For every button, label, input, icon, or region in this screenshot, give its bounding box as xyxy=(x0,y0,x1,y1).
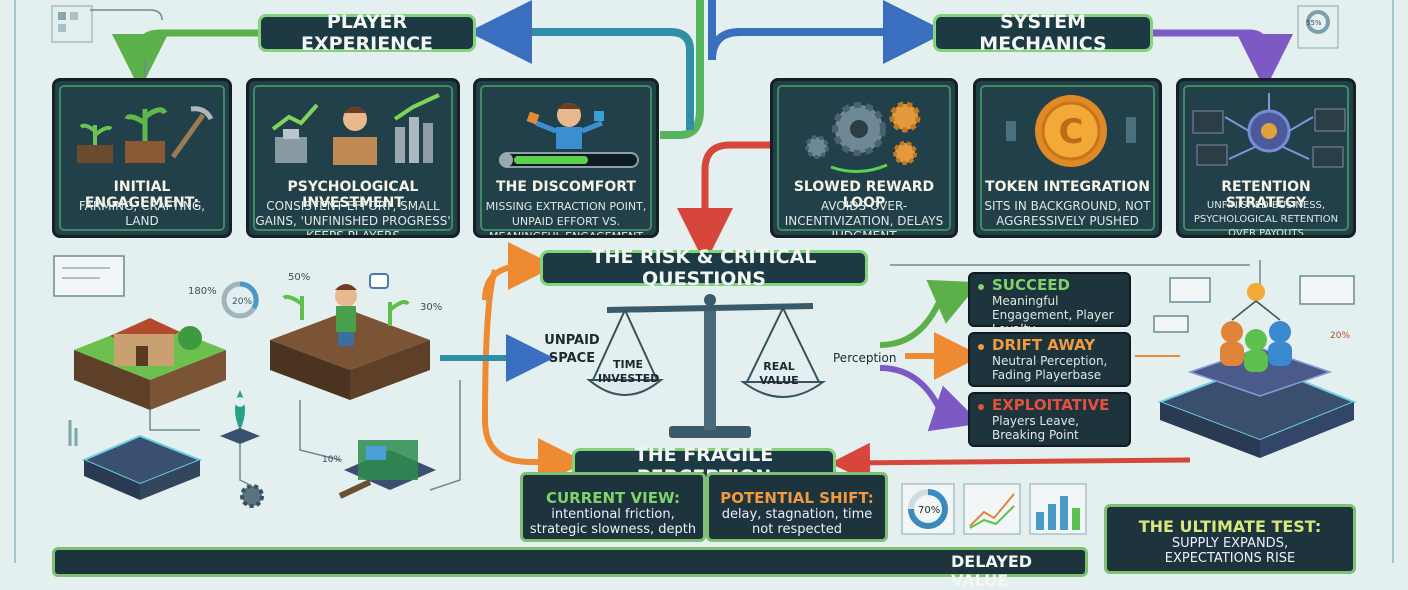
map-stat: 20% xyxy=(1330,331,1350,341)
mini-charts: 70% xyxy=(900,482,1090,538)
card-desc: CONSISTENT EFFORT, SMALL GAINS, 'UNFINIS… xyxy=(255,199,451,238)
card-desc: MISSING EXTRACTION POINT, UNPAID EFFORT … xyxy=(482,199,650,238)
growth-chart-icon xyxy=(249,87,460,177)
outcome-desc: Neutral Perception, Fading Playerbase xyxy=(992,354,1129,382)
ultimate-test-title: THE ULTIMATE TEST: xyxy=(1107,517,1353,536)
real-value-label: REAL VALUE xyxy=(752,360,806,388)
current-view-label: CURRENT VIEW: xyxy=(523,489,703,507)
map-stat: 30% xyxy=(420,302,442,313)
card-psychological-investment: PSYCHOLOGICAL INVESTMENT CONSISTENT EFFO… xyxy=(246,78,460,238)
outcome-desc: Meaningful Engagement, Player Loyalty xyxy=(992,294,1129,336)
token-coin-icon: C xyxy=(976,87,1162,177)
unpaid-space-label: UNPAID SPACE xyxy=(540,332,604,368)
delayed-value-label: DELAYED VALUE xyxy=(951,552,1085,590)
corner-widgets: 55% xyxy=(0,0,1408,70)
outcome-succeed: SUCCEED Meaningful Engagement, Player Lo… xyxy=(968,272,1131,327)
gears-icon xyxy=(773,87,958,177)
ultimate-test-desc-1: SUPPLY EXPANDS, xyxy=(1107,536,1353,551)
card-desc: FARMING, CRAFTING, LAND xyxy=(61,199,223,229)
potential-shift-desc: delay, stagnation, time not respected xyxy=(709,507,885,537)
outcome-label: DRIFT AWAY xyxy=(992,336,1129,354)
card-desc: UNFINISHED BUSINESS, PSYCHOLOGICAL RETEN… xyxy=(1185,199,1347,238)
card-desc: SITS IN BACKGROUND, NOT AGGRESSIVELY PUS… xyxy=(982,199,1153,229)
outcome-label: SUCCEED xyxy=(992,276,1129,294)
card-token-integration: C TOKEN INTEGRATION SITS IN BACKGROUND, … xyxy=(973,78,1162,238)
potential-shift-box: POTENTIAL SHIFT: delay, stagnation, time… xyxy=(706,472,888,542)
risk-header: THE RISK & CRITICAL QUESTIONS xyxy=(540,250,868,286)
outcome-desc: Players Leave, Breaking Point xyxy=(992,414,1129,442)
card-desc: AVOIDS OVER-INCENTIVIZATION, DELAYS JUDG… xyxy=(779,199,949,238)
current-view-box: CURRENT VIEW: intentional friction, stra… xyxy=(520,472,706,542)
farming-icon xyxy=(55,87,232,177)
outcome-drift-away: DRIFT AWAY Neutral Perception, Fading Pl… xyxy=(968,332,1131,387)
bottom-bar: DELAYED VALUE xyxy=(52,547,1088,577)
outcome-exploitative: EXPLOITATIVE Players Leave, Breaking Poi… xyxy=(968,392,1131,447)
network-hub-icon xyxy=(1179,87,1356,177)
perception-label: Perception xyxy=(833,351,896,365)
progress-bar-icon xyxy=(476,87,659,177)
card-discomfort: THE DISCOMFORT MISSING EXTRACTION POINT,… xyxy=(473,78,659,238)
map-stat: 55% xyxy=(1306,19,1322,27)
map-stat: 20% xyxy=(232,297,252,307)
potential-shift-label: POTENTIAL SHIFT: xyxy=(709,489,885,507)
time-invested-label: TIME INVESTED xyxy=(598,358,658,386)
card-initial-engagement: INITIAL ENGAGEMENT: FARMING, CRAFTING, L… xyxy=(52,78,232,238)
community-platform-illustration: 20% xyxy=(1150,268,1370,468)
map-stat: 180% xyxy=(188,286,217,297)
card-retention-strategy: RETENTION STRATEGY UNFINISHED BUSINESS, … xyxy=(1176,78,1356,238)
card-title: THE DISCOMFORT xyxy=(476,179,656,195)
map-stat: 10% xyxy=(322,455,342,465)
svg-text:C: C xyxy=(1059,112,1084,152)
outcome-label: EXPLOITATIVE xyxy=(992,396,1129,414)
ultimate-test-desc-2: EXPECTATIONS RISE xyxy=(1107,551,1353,566)
game-world-illustration: 180% 20% 50% 30% 10% xyxy=(40,250,480,530)
ultimate-test-box: THE ULTIMATE TEST: SUPPLY EXPANDS, EXPEC… xyxy=(1104,504,1356,574)
current-view-desc: intentional friction, strategic slowness… xyxy=(523,507,703,537)
map-stat: 50% xyxy=(288,272,310,283)
card-slowed-reward-loop: SLOWED REWARD LOOP AVOIDS OVER-INCENTIVI… xyxy=(770,78,958,238)
card-title: TOKEN INTEGRATION xyxy=(976,179,1159,195)
map-stat: 70% xyxy=(918,505,940,516)
